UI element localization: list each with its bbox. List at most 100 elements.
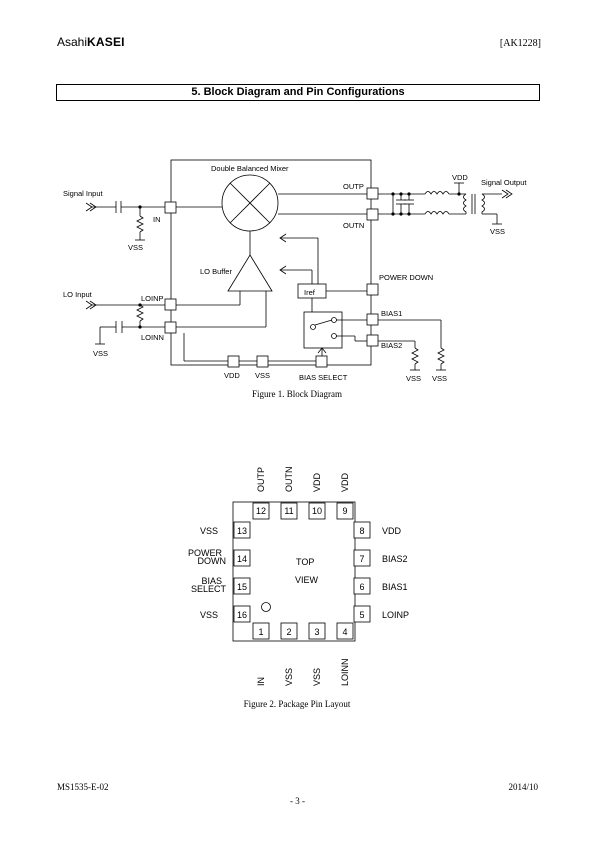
- pin-7-name: BIAS2: [382, 554, 408, 564]
- doc-number: MS1535-E-02: [57, 782, 109, 792]
- pin-10-number: 10: [312, 506, 322, 516]
- pin-14-name-line1: POWER: [188, 548, 223, 558]
- pin-13-number: 13: [237, 526, 247, 536]
- ic-outline: [170, 159, 372, 366]
- pin-12-name: OUTP: [256, 467, 266, 492]
- bias2-label: BIAS2: [381, 341, 402, 350]
- loinp-label: LOINP: [141, 294, 164, 303]
- logo-right: KASEI: [87, 35, 125, 49]
- pin-6-box: [353, 577, 371, 595]
- pin-power-down: [366, 283, 379, 296]
- loinn-label: LOINN: [141, 333, 164, 342]
- section-title: 5. Block Diagram and Pin Configurations: [56, 84, 540, 101]
- pin-5-number: 5: [359, 610, 364, 620]
- pin-2-box: [280, 622, 298, 640]
- footer-date: 2014/10: [508, 782, 538, 792]
- pin-9-box: [336, 502, 354, 520]
- pin-3-number: 3: [314, 627, 319, 637]
- pin-15-number: 15: [237, 582, 247, 592]
- package-outline: [232, 501, 356, 642]
- pin-14-box: [233, 549, 251, 567]
- lo-buffer-symbol: [227, 254, 273, 292]
- pin-14-number: 14: [237, 554, 247, 564]
- vss-in-label: VSS: [128, 243, 143, 252]
- pin-11-name: OUTN: [284, 467, 294, 493]
- pin-13-name: VSS: [200, 526, 218, 536]
- pin-vdd: [227, 355, 240, 368]
- vss-out-label: VSS: [490, 227, 505, 236]
- pin-7-number: 7: [359, 554, 364, 564]
- pin-9-number: 9: [342, 506, 347, 516]
- pin-15-name-line1: BIAS: [201, 576, 222, 586]
- outp-label: OUTP: [343, 182, 364, 191]
- page-number: - 3 -: [290, 796, 305, 806]
- view-label: VIEW: [295, 575, 319, 585]
- pin-3-box: [308, 622, 326, 640]
- pin-15-box: [233, 577, 251, 595]
- pin-16-box: [233, 605, 251, 623]
- pin-2-number: 2: [286, 627, 291, 637]
- pin-11-number: 11: [284, 506, 293, 516]
- pin-16-number: 16: [237, 610, 247, 620]
- company-logo: AsahiKASEI: [57, 35, 125, 49]
- pin-13-box: [233, 521, 251, 539]
- signal-input-label: Signal Input: [63, 189, 104, 198]
- pin-4-name: LOINN: [340, 658, 350, 686]
- pin-4-box: [336, 622, 354, 640]
- figure2-caption: Figure 2. Package Pin Layout: [243, 699, 351, 709]
- pin-8-name: VDD: [382, 526, 402, 536]
- pin-1-number: 1: [258, 627, 263, 637]
- pin-15-name-line2: SELECT: [191, 584, 227, 594]
- signal-output-label: Signal Output: [481, 178, 527, 187]
- pin-6-name: BIAS1: [382, 582, 408, 592]
- vss-bottom-label: VSS: [255, 371, 270, 380]
- vss-b1-label: VSS: [432, 374, 447, 383]
- vss-b2-label: VSS: [406, 374, 421, 383]
- pin-10-box: [308, 502, 326, 520]
- pin-12-box: [252, 502, 270, 520]
- pin-outn: [366, 208, 379, 221]
- pin-outp: [366, 187, 379, 200]
- iref-label: Iref: [304, 288, 316, 297]
- mixer-label: Double Balanced Mixer: [211, 164, 289, 173]
- pin-bias-select: [315, 355, 328, 368]
- bias-select-label: BIAS SELECT: [299, 373, 348, 382]
- vss-lo-label: VSS: [93, 349, 108, 358]
- outn-label: OUTN: [343, 221, 364, 230]
- pin-10-name: VDD: [312, 472, 322, 492]
- pin1-marker: [261, 602, 271, 612]
- pin-bias1: [366, 313, 379, 326]
- lo-input-label: LO Input: [63, 290, 93, 299]
- pin-bias2: [366, 334, 379, 347]
- pin-5-box: [353, 605, 371, 623]
- pin-14-name-line2: DOWN: [198, 556, 227, 566]
- pin-6-number: 6: [359, 582, 364, 592]
- pin-loinp: [164, 298, 177, 311]
- logo-left: Asahi: [57, 35, 88, 49]
- in-label: IN: [153, 215, 161, 224]
- bias1-label: BIAS1: [381, 309, 402, 318]
- vdd-out-label: VDD: [452, 173, 468, 182]
- pin-2-name: VSS: [284, 668, 294, 686]
- pin-loinn: [164, 321, 177, 334]
- top-label: TOP: [296, 557, 314, 567]
- pin-4-number: 4: [342, 627, 347, 637]
- figure1-caption: Figure 1. Block Diagram: [252, 389, 342, 399]
- pin-9-name: VDD: [340, 472, 350, 492]
- pin-11-box: [280, 502, 298, 520]
- doc-id: [AK1228]: [499, 38, 541, 49]
- pin-7-box: [353, 549, 371, 567]
- vdd-bottom-label: VDD: [224, 371, 240, 380]
- pin-1-box: [252, 622, 270, 640]
- power-down-label: POWER DOWN: [379, 273, 433, 282]
- pin-5-name: LOINP: [382, 610, 409, 620]
- pin-12-number: 12: [256, 506, 266, 516]
- pin-in: [164, 201, 177, 214]
- lo-buffer-label: LO Buffer: [200, 267, 232, 276]
- pin-8-number: 8: [359, 526, 364, 536]
- pin-3-name: VSS: [312, 668, 322, 686]
- pin-8-box: [353, 521, 371, 539]
- pin-16-name: VSS: [200, 610, 218, 620]
